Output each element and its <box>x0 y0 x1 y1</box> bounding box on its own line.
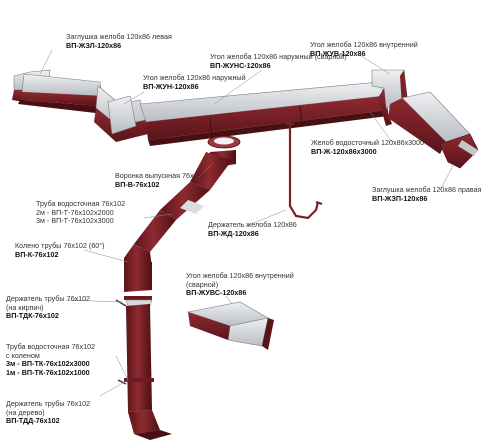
label-gutter-name: Желоб водосточный 120х86х3000 <box>311 138 425 147</box>
downpipe-elbow <box>124 244 152 292</box>
downpipe-straight <box>117 304 172 440</box>
label-inner-corner-name: Угол желоба 120х86 внутренний <box>310 40 418 49</box>
label-inner-corner-welded-name: Угол желоба 120х86 внутренний <box>186 271 294 280</box>
label-pipe-with-elbow-3m: 3м - ВП-ТК-76х102х3000 <box>6 359 90 369</box>
label-pipe-with-elbow-sub: с коленом <box>6 350 40 360</box>
label-pipe-bracket-wood-sub: (на дерево) <box>6 407 45 417</box>
label-inner-corner-code: ВП-ЖУВ-120х86 <box>310 48 366 58</box>
label-pipe: Труба водосточная 76х102 2м - ВП-Т-76х10… <box>36 199 126 226</box>
label-gutter-bracket-name: Держатель желоба 120х86 <box>208 220 297 229</box>
label-pipe-bracket-brick-code: ВП-ТДК-76х102 <box>6 311 59 321</box>
label-pipe-bracket-brick: Держатель трубы 76х102 (на кирпич) ВП-ТД… <box>6 294 91 321</box>
label-pipe-name: Труба водосточная 76х102 <box>36 199 126 208</box>
label-end-cap-left-name: Заглушка желоба 120х86 левая <box>66 32 172 41</box>
label-pipe-with-elbow: Труба водосточная 76х102 с коленом 3м - … <box>6 342 96 377</box>
gutter-bracket <box>286 123 323 220</box>
label-pipe-bracket-wood-code: ВП-ТДД-76х102 <box>6 416 60 426</box>
label-end-cap-left: Заглушка желоба 120х86 левая ВП-ЖЗЛ-120х… <box>66 32 172 50</box>
leader-lines <box>39 49 455 397</box>
label-end-cap-left-code: ВП-ЖЗЛ-120х86 <box>66 40 122 50</box>
label-outer-corner-welded: Угол желоба 120х86 наружный (сварной) ВП… <box>210 52 347 70</box>
label-elbow: Колено трубы 76х102 (60°) ВП-К-76х102 <box>15 241 105 259</box>
gutter-inner-corner-welded <box>186 301 274 350</box>
label-inner-corner: Угол желоба 120х86 внутренний ВП-ЖУВ-120… <box>310 40 418 58</box>
label-pipe-2m: 2м - ВП-Т-76х102х2000 <box>36 207 114 217</box>
gutter-section-left <box>18 73 104 114</box>
label-inner-corner-welded: Угол желоба 120х86 внутренний (сварной) … <box>186 271 294 298</box>
label-gutter-code: ВП-Ж-120х86х3000 <box>311 146 377 156</box>
label-elbow-name: Колено трубы 76х102 (60°) <box>15 241 105 250</box>
gutter-end-cap-right <box>439 133 479 169</box>
label-pipe-bracket-wood-name: Держатель трубы 76х102 <box>6 399 91 408</box>
label-gutter-bracket: Держатель желоба 120х86 ВП-ЖД-120х86 <box>208 220 297 238</box>
label-outer-corner-welded-code: ВП-ЖУНС-120х86 <box>210 60 271 70</box>
gutter-main-long <box>139 81 388 146</box>
label-pipe-3m: 3м - ВП-Т-76х102х3000 <box>36 216 114 226</box>
label-gutter-bracket-code: ВП-ЖД-120х86 <box>208 228 259 238</box>
label-inner-corner-welded-code: ВП-ЖУВС-120х86 <box>186 288 247 298</box>
label-elbow-code: ВП-К-76х102 <box>15 249 59 259</box>
label-pipe-bracket-brick-name: Держатель трубы 76х102 <box>6 294 91 303</box>
label-funnel-code: ВП-В-76х102 <box>115 179 160 189</box>
label-funnel-name: Воронка выпускная 76х102 <box>115 171 206 180</box>
gutter-outer-corner <box>107 95 137 135</box>
label-outer-corner: Угол желоба 120х86 наружный ВП-ЖУН-120х8… <box>143 73 246 91</box>
label-end-cap-right-code: ВП-ЖЗП-120х86 <box>372 193 428 203</box>
label-pipe-with-elbow-name: Труба водосточная 76х102 <box>6 342 96 351</box>
label-outer-corner-name: Угол желоба 120х86 наружный <box>143 73 246 82</box>
label-inner-corner-welded-sub: (сварной) <box>186 279 219 289</box>
label-gutter: Желоб водосточный 120х86х3000 ВП-Ж-120х8… <box>311 138 425 156</box>
label-pipe-with-elbow-1m: 1м - ВП-ТК-76х102х1000 <box>6 367 90 377</box>
label-pipe-bracket-brick-sub: (на кирпич) <box>6 302 44 312</box>
label-outer-corner-welded-name: Угол желоба 120х86 наружный (сварной) <box>210 52 347 61</box>
label-end-cap-right: Заглушка желоба 120х86 правая ВП-ЖЗП-120… <box>372 185 482 203</box>
label-outer-corner-code: ВП-ЖУН-120х86 <box>143 81 199 91</box>
label-pipe-bracket-wood: Держатель трубы 76х102 (на дерево) ВП-ТД… <box>6 399 91 426</box>
label-end-cap-right-name: Заглушка желоба 120х86 правая <box>372 185 482 194</box>
downpipe-upper-bend <box>134 152 232 252</box>
label-funnel: Воронка выпускная 76х102 ВП-В-76х102 <box>115 171 206 189</box>
